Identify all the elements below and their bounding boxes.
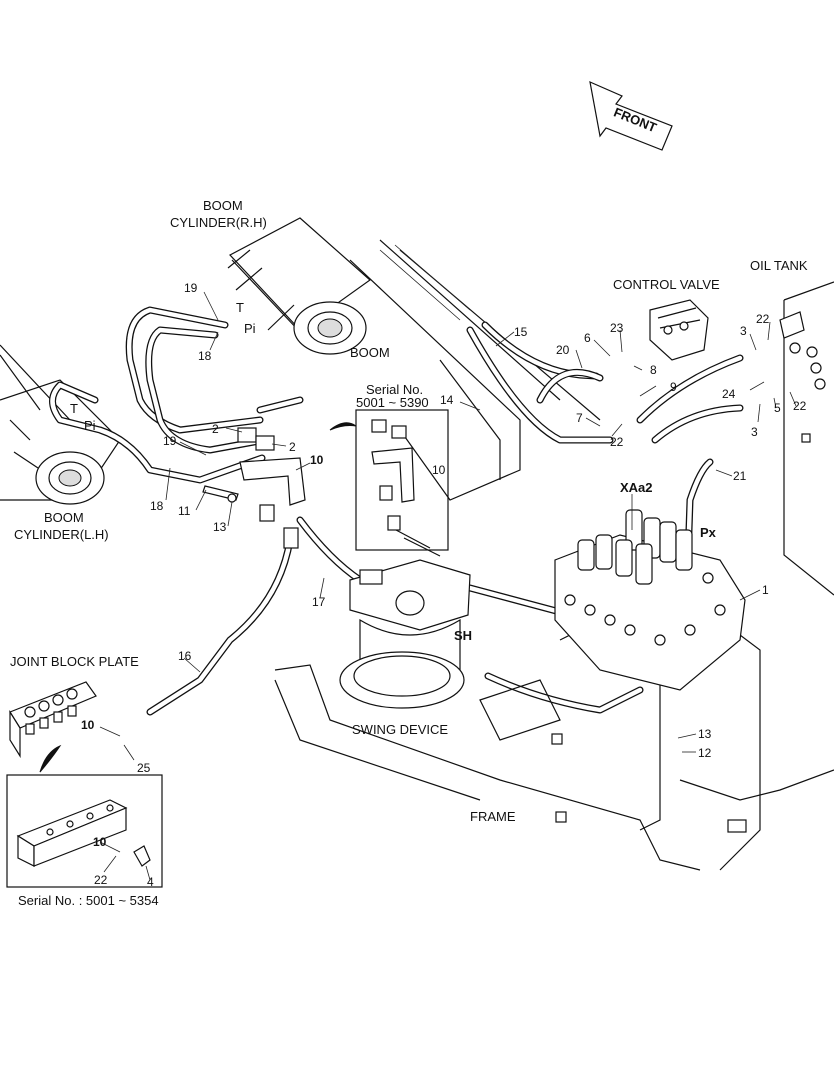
joint-block-plate-label: JOINT BLOCK PLATE	[10, 654, 139, 669]
swing-device-label: SWING DEVICE	[352, 722, 448, 737]
hose-set	[49, 306, 744, 716]
callout-13b: 13	[698, 727, 712, 741]
callout-16: 16	[178, 649, 192, 663]
boom-cylinder-rh	[227, 217, 371, 355]
pilot-control-valve	[649, 299, 709, 361]
port-pi-lh: Pi	[84, 418, 96, 433]
frame-label: FRAME	[470, 809, 516, 824]
joint-block-plate	[9, 681, 97, 773]
swing-device	[339, 559, 471, 709]
callout-3a: 3	[740, 324, 747, 338]
port-t-lh: T	[70, 401, 78, 416]
callout-5: 5	[774, 401, 781, 415]
bracket-and-fittings	[202, 427, 306, 549]
callout-14: 14	[440, 393, 454, 407]
port-t-rh: T	[236, 300, 244, 315]
frame	[274, 619, 834, 871]
callout-1: 1	[762, 583, 769, 597]
callout-25: 25	[137, 761, 151, 775]
port-pi-rh: Pi	[244, 321, 256, 336]
callout-9: 9	[670, 380, 677, 394]
callout-4: 4	[147, 875, 154, 889]
callout-18a: 18	[198, 349, 212, 363]
callout-7: 7	[576, 411, 583, 425]
boom-structure	[349, 239, 601, 501]
main-control-valve	[554, 509, 746, 691]
serial-inset-label-1: Serial No.	[366, 382, 423, 397]
callout-22c: 22	[793, 399, 807, 413]
control-valve-label: CONTROL VALVE	[613, 277, 720, 292]
callout-23: 23	[610, 321, 624, 335]
serial-inset-box	[329, 409, 449, 557]
callout-19a: 19	[184, 281, 198, 295]
callout-13a: 13	[213, 520, 227, 534]
callout-10b: 10	[432, 463, 446, 477]
port-sh: SH	[454, 628, 472, 643]
callout-10d: 10	[93, 835, 107, 849]
callout-17: 17	[312, 595, 326, 609]
callout-numbers: 1 2 2 3 3 4 5 6 7 8 9 10 10 10 10 11 12 …	[81, 281, 807, 889]
callout-15: 15	[514, 325, 528, 339]
oil-tank	[779, 281, 834, 596]
callout-22a: 22	[610, 435, 624, 449]
callout-22b: 22	[756, 312, 770, 326]
callout-12: 12	[698, 746, 712, 760]
callout-3b: 3	[751, 425, 758, 439]
boom-label: BOOM	[350, 345, 390, 360]
boom-cylinder-rh-label-1: BOOM	[203, 198, 243, 213]
callout-2a: 2	[212, 422, 219, 436]
callout-21: 21	[733, 469, 747, 483]
boom-cylinder-lh-label-2: CYLINDER(L.H)	[14, 527, 109, 542]
boom-cylinder-lh	[0, 344, 121, 505]
boom-cylinder-lh-label-1: BOOM	[44, 510, 84, 525]
callout-10a: 10	[310, 453, 324, 467]
callout-2b: 2	[289, 440, 296, 454]
front-direction-arrow: FRONT	[589, 80, 673, 151]
port-px: Px	[700, 525, 717, 540]
oil-tank-label: OIL TANK	[750, 258, 808, 273]
callout-11: 11	[178, 504, 191, 518]
callout-8: 8	[650, 363, 657, 377]
serial-bottom-label: Serial No. : 5001 ~ 5354	[18, 893, 159, 908]
joint-block-inset-box	[6, 774, 163, 888]
callout-10c: 10	[81, 718, 95, 732]
callout-22d: 22	[94, 873, 108, 887]
leader-lines	[99, 291, 797, 881]
callout-19b: 19	[163, 434, 177, 448]
callout-24: 24	[722, 387, 736, 401]
boom-cylinder-rh-label-2: CYLINDER(R.H)	[170, 215, 267, 230]
callout-6: 6	[584, 331, 591, 345]
callout-18b: 18	[150, 499, 164, 513]
callout-20: 20	[556, 343, 570, 357]
serial-inset-label-2: 5001 ~ 5390	[356, 395, 429, 410]
port-xaa2: XAa2	[620, 480, 653, 495]
